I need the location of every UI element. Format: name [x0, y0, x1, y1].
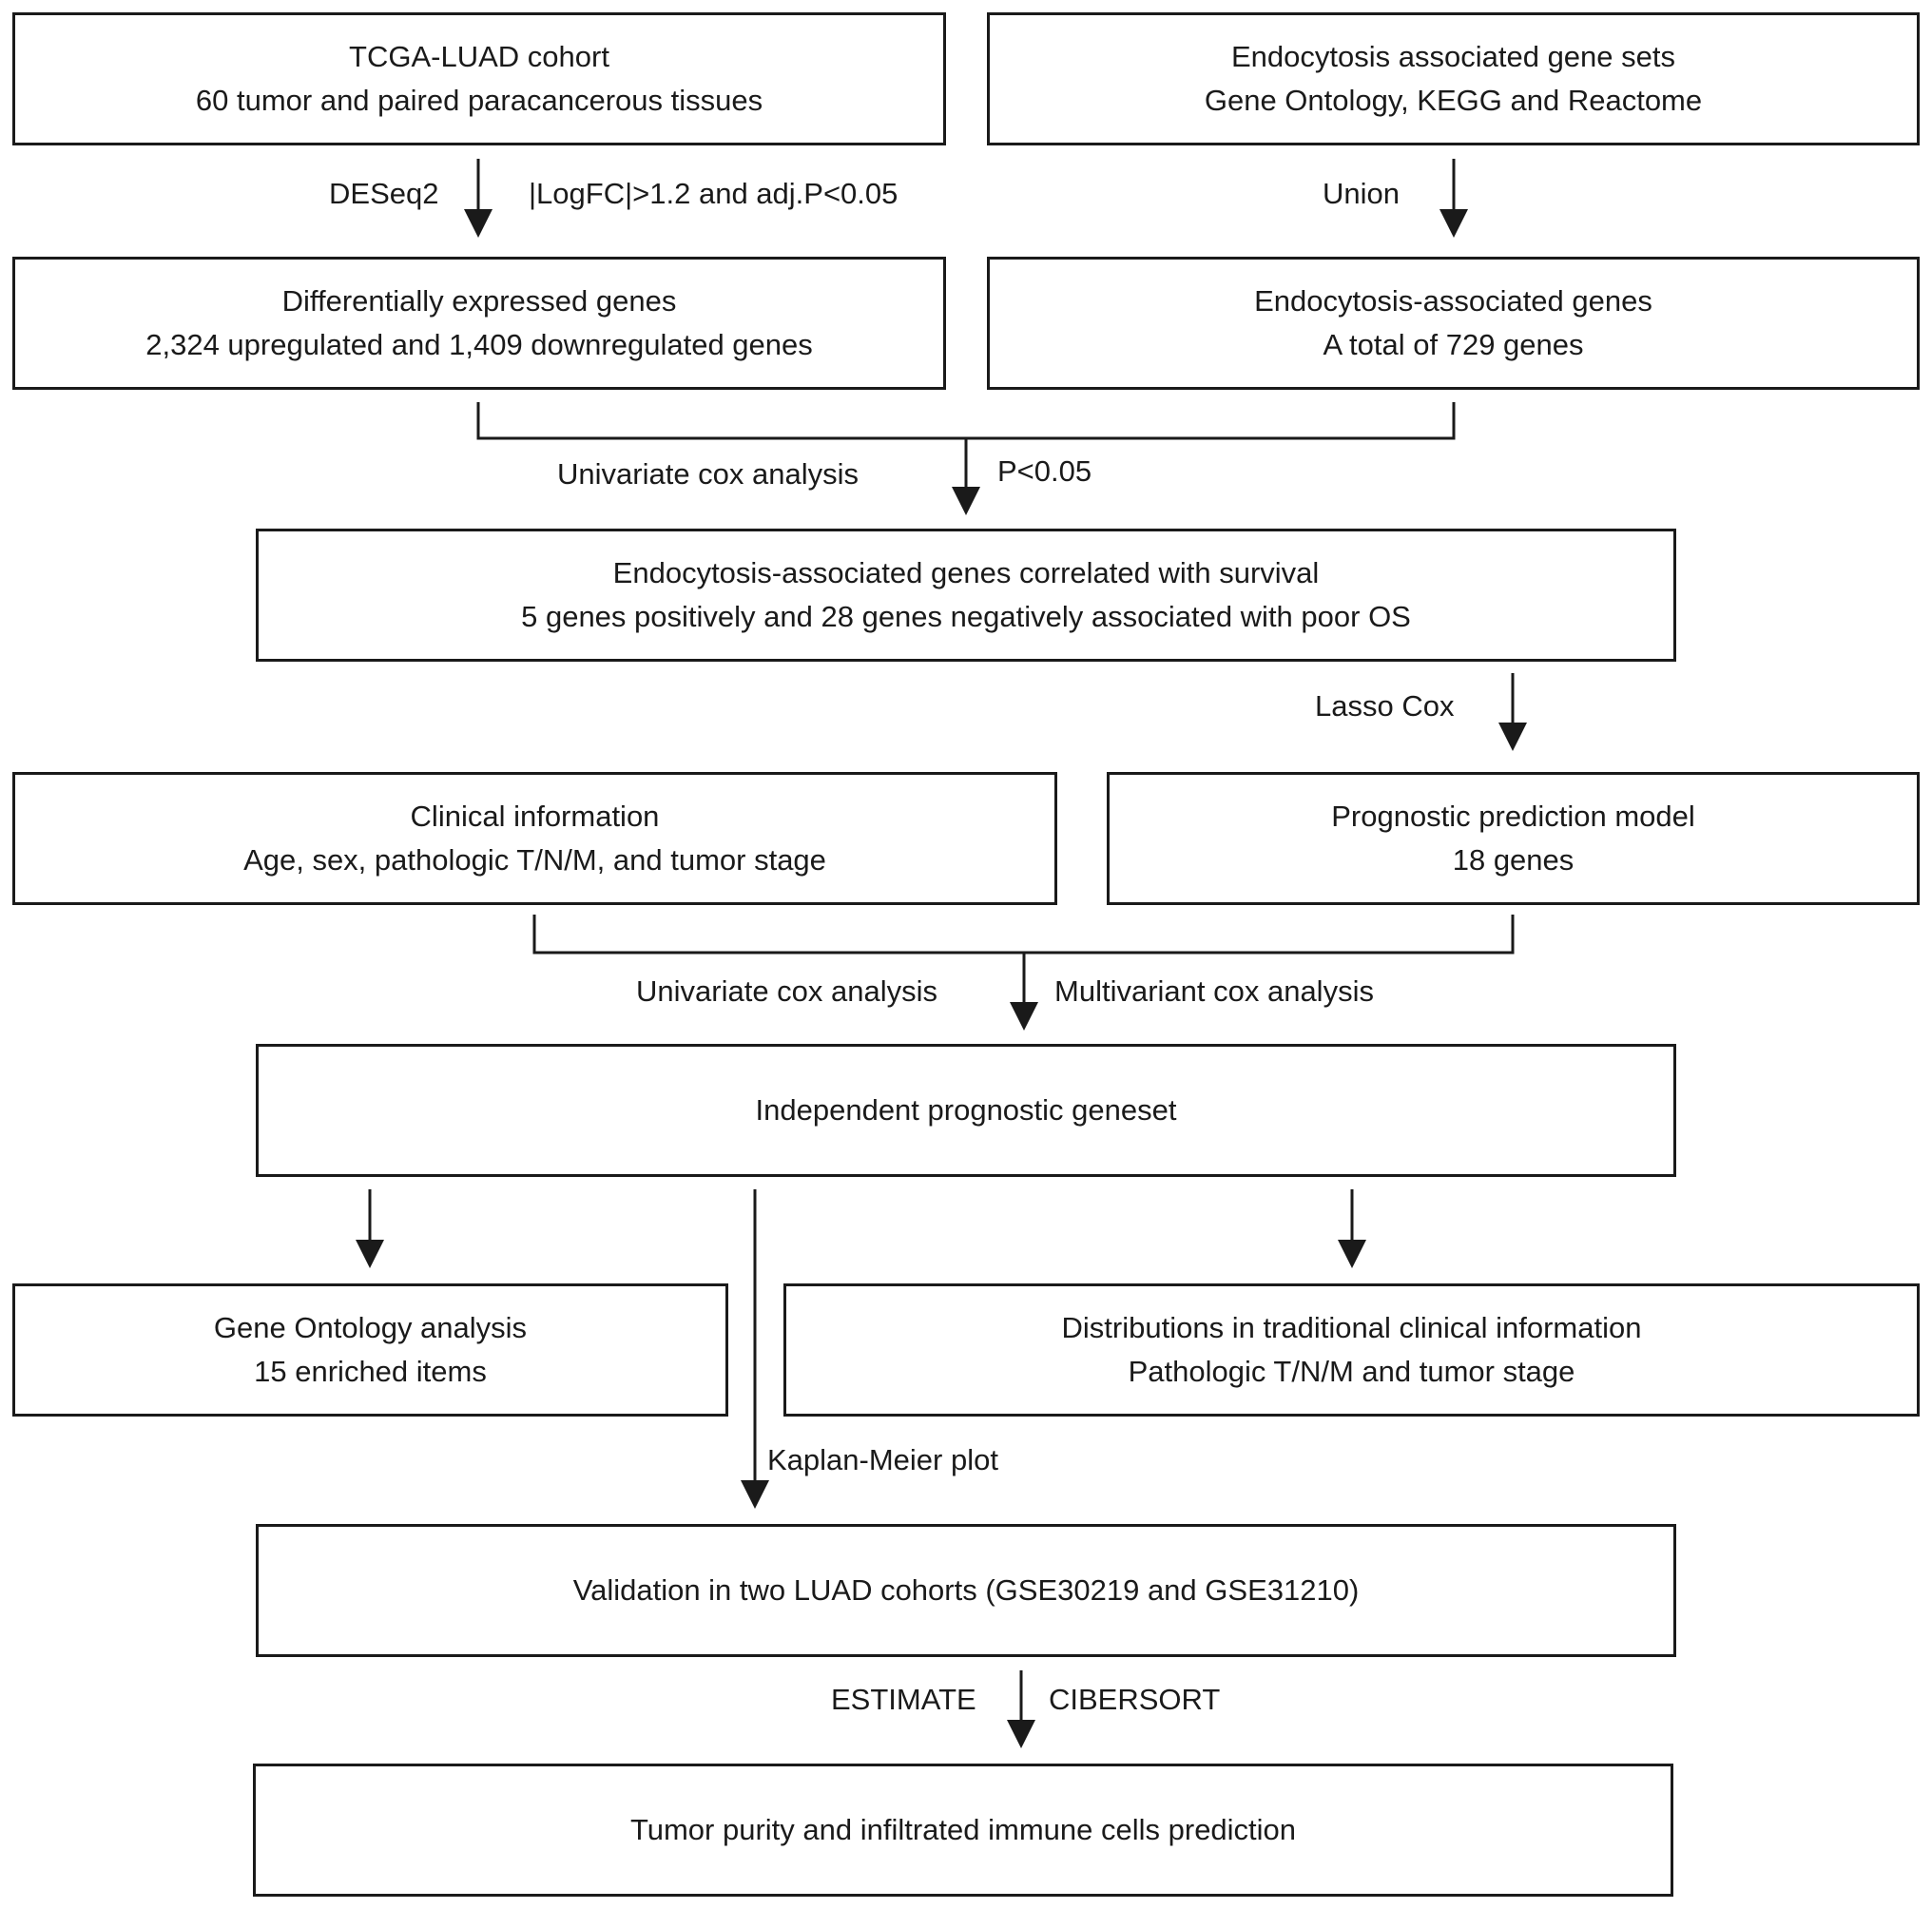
box-title: TCGA-LUAD cohort: [349, 40, 609, 73]
box-subtitle: 15 enriched items: [254, 1355, 487, 1388]
box-title: Validation in two LUAD cohorts (GSE30219…: [572, 1573, 1360, 1607]
label-multivariant-cox: Multivariant cox analysis: [1054, 974, 1374, 1008]
box-validation-luad-cohorts: Validation in two LUAD cohorts (GSE30219…: [256, 1524, 1676, 1657]
box-endocytosis-gene-sets: Endocytosis associated gene sets Gene On…: [987, 12, 1920, 145]
label-univariate-cox-1: Univariate cox analysis: [557, 457, 860, 491]
box-genes-correlated-with-survival: Endocytosis-associated genes correlated …: [256, 529, 1676, 662]
box-title: Prognostic prediction model: [1331, 800, 1695, 833]
box-tcga-luad-cohort: TCGA-LUAD cohort 60 tumor and paired par…: [12, 12, 946, 145]
box-prognostic-prediction-model: Prognostic prediction model 18 genes: [1107, 772, 1920, 905]
label-p-value: P<0.05: [997, 454, 1092, 488]
box-title: Distributions in traditional clinical in…: [1061, 1311, 1642, 1344]
label-lasso-cox: Lasso Cox: [1315, 689, 1455, 723]
box-subtitle: 2,324 upregulated and 1,409 downregulate…: [145, 328, 813, 361]
box-independent-prognostic-geneset: Independent prognostic geneset: [256, 1044, 1676, 1177]
label-logfc-threshold: |LogFC|>1.2 and adj.P<0.05: [529, 177, 898, 210]
bracket-merge-2: [532, 915, 1515, 954]
label-univariate-cox-2: Univariate cox analysis: [636, 974, 938, 1008]
box-subtitle: 60 tumor and paired paracancerous tissue…: [195, 84, 763, 117]
box-endocytosis-associated-genes: Endocytosis-associated genes A total of …: [987, 257, 1920, 390]
box-clinical-information: Clinical information Age, sex, pathologi…: [12, 772, 1057, 905]
box-subtitle: A total of 729 genes: [1323, 328, 1584, 361]
label-deseq2: DESeq2: [329, 177, 439, 210]
box-gene-ontology-analysis: Gene Ontology analysis 15 enriched items: [12, 1283, 728, 1417]
box-subtitle: Age, sex, pathologic T/N/M, and tumor st…: [243, 843, 826, 877]
box-title: Endocytosis-associated genes: [1254, 284, 1652, 318]
box-subtitle: 5 genes positively and 28 genes negative…: [521, 600, 1411, 633]
box-subtitle: 18 genes: [1452, 843, 1575, 877]
box-subtitle: Pathologic T/N/M and tumor stage: [1128, 1355, 1575, 1388]
label-estimate: ESTIMATE: [831, 1683, 976, 1716]
label-cibersort: CIBERSORT: [1049, 1683, 1221, 1716]
box-title: Clinical information: [410, 800, 660, 833]
box-title: Differentially expressed genes: [281, 284, 677, 318]
box-subtitle: Gene Ontology, KEGG and Reactome: [1204, 84, 1703, 117]
box-title: Tumor purity and infiltrated immune cell…: [629, 1813, 1297, 1846]
box-distributions-clinical-information: Distributions in traditional clinical in…: [783, 1283, 1920, 1417]
box-title: Gene Ontology analysis: [213, 1311, 528, 1344]
box-title: Endocytosis associated gene sets: [1231, 40, 1675, 73]
box-tumor-purity-immune-cells: Tumor purity and infiltrated immune cell…: [253, 1764, 1673, 1897]
bracket-merge-1: [476, 402, 1456, 440]
box-title: Endocytosis-associated genes correlated …: [612, 556, 1320, 589]
label-kaplan-meier: Kaplan-Meier plot: [767, 1443, 998, 1476]
box-differentially-expressed-genes: Differentially expressed genes 2,324 upr…: [12, 257, 946, 390]
box-title: Independent prognostic geneset: [755, 1093, 1177, 1127]
label-union: Union: [1323, 177, 1400, 210]
